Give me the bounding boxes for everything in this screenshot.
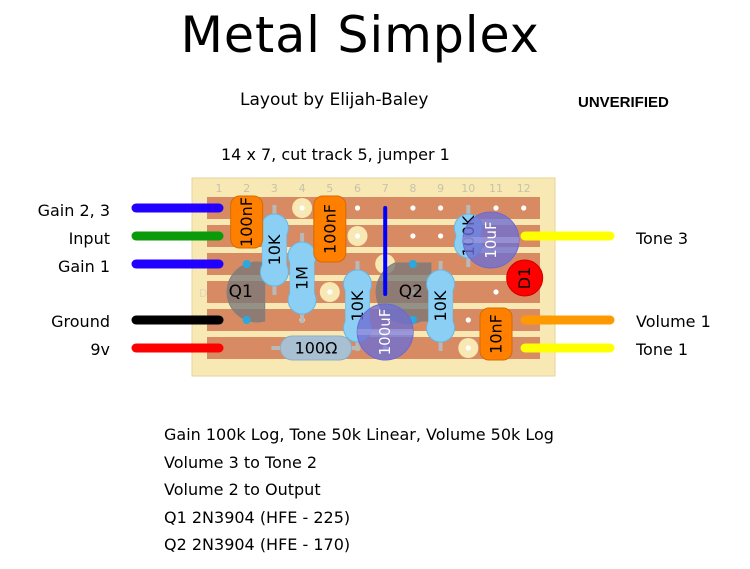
capacitor-stripe: [463, 237, 519, 243]
wire-label-9v: 9v: [90, 340, 110, 359]
hole: [521, 205, 527, 211]
resistor-label: 100Ω: [295, 339, 338, 358]
capacitor-label: 10nF: [487, 314, 506, 354]
hole: [465, 317, 471, 323]
wire-label-gain-1: Gain 1: [57, 257, 110, 276]
copper-strip: [207, 197, 540, 219]
capacitor-label: 100nF: [320, 204, 339, 254]
note-q1: Q1 2N3904 (HFE - 225): [164, 507, 351, 527]
note-pots: Gain 100k Log, Tone 50k Linear, Volume 5…: [164, 425, 554, 444]
column-number: 2: [243, 182, 250, 195]
capacitor-label: 100nF: [237, 197, 256, 247]
column-number: 11: [489, 182, 503, 195]
capacitor-c1: [230, 195, 264, 249]
capacitor-label: 10uF: [482, 221, 500, 258]
resistor-mid: [290, 254, 315, 302]
hole: [354, 205, 361, 211]
diode-d1: [506, 259, 544, 297]
resistor-label: 10K: [431, 290, 450, 321]
transistor-pin: [242, 260, 251, 268]
capacitor-c2: [313, 195, 347, 263]
column-number: 10: [461, 182, 475, 195]
row-marker: D: [199, 287, 207, 300]
hole: [438, 233, 444, 239]
wire-label-tone-3: Tone 3: [636, 229, 689, 248]
resistor-mid: [262, 226, 287, 274]
note-q2: Q2 2N3904 (HFE - 170): [164, 535, 351, 554]
hole: [465, 345, 471, 351]
hole: [438, 205, 444, 211]
column-number: 1: [216, 182, 223, 195]
resistor-mid: [428, 282, 453, 330]
column-number: 6: [354, 182, 361, 195]
diode-label: D1: [515, 267, 534, 290]
hole: [493, 205, 499, 211]
hole: [354, 233, 361, 239]
column-number: 8: [409, 182, 416, 195]
verification-status: UNVERIFIED: [578, 94, 669, 111]
note-volume-2: Volume 2 to Output: [164, 480, 321, 499]
wire-label-gain-2-3: Gain 2, 3: [37, 201, 110, 220]
hole: [410, 205, 416, 211]
build-notes: Gain 100k Log, Tone 50k Linear, Volume 5…: [164, 421, 554, 559]
transistor-pin: [242, 316, 251, 324]
capacitor-label: 100uF: [376, 309, 394, 356]
note-volume-3: Volume 3 to Tone 2: [164, 452, 318, 472]
resistor-label: 10K: [265, 234, 284, 265]
wire-label-ground: Ground: [51, 312, 110, 331]
wire-label-volume-1: Volume 1: [636, 312, 711, 331]
column-number: 9: [437, 182, 444, 195]
column-number: 7: [382, 182, 389, 195]
resistor-label: 10K: [348, 290, 367, 321]
resistor-label: 1M: [293, 266, 312, 290]
transistor-pin: [408, 260, 417, 268]
resistor-r6: [279, 335, 352, 361]
column-number: 12: [517, 182, 531, 195]
capacitor-stripe: [357, 329, 414, 335]
board-spec: 14 x 7, cut track 5, jumper 1: [221, 145, 450, 164]
author-credit: Layout by Elijah-Baley: [240, 90, 429, 110]
column-number: 3: [271, 182, 278, 195]
hole: [299, 205, 305, 211]
transistor-q2-label: Q2: [399, 282, 423, 302]
wire-label-input: Input: [68, 229, 110, 248]
hole: [327, 289, 333, 295]
page-title: Metal Simplex: [180, 6, 540, 64]
column-number: 5: [326, 182, 333, 195]
column-number: 4: [299, 182, 306, 195]
transistor-q1-label: Q1: [229, 282, 253, 302]
wire-label-tone-1: Tone 1: [636, 340, 689, 359]
capacitor-c3: [479, 307, 513, 361]
hole: [493, 289, 499, 295]
hole: [410, 233, 416, 239]
